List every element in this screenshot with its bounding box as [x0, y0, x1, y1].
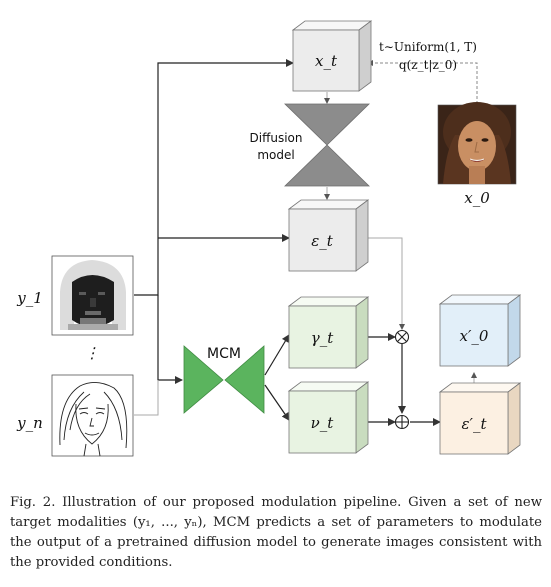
- x0-face-image: [437, 102, 517, 185]
- line-mcm-to-gamma: [264, 334, 290, 376]
- vdots: ⋮: [85, 344, 100, 362]
- line-y1-to-mcm: [157, 295, 183, 384]
- multiply-operator: [394, 329, 410, 345]
- eps-t-label: ε_t: [311, 232, 334, 250]
- dashed-connections: [367, 60, 478, 104]
- add-operator: [394, 414, 410, 430]
- x0-label: x_0: [464, 189, 490, 207]
- x0-prime-label: x′_0: [460, 327, 489, 345]
- eps-prime-label: ε′_t: [462, 415, 488, 433]
- y1-segmentation-image: [51, 255, 134, 336]
- line-eps-to-multiply: [357, 237, 405, 330]
- yn-sketch-image: [51, 374, 134, 457]
- mcm-label: MCM: [207, 346, 241, 362]
- box-nu-t: ν_t: [287, 381, 370, 454]
- sampling-line1: t∼Uniform(1, T): [379, 40, 477, 54]
- box-eps-prime: ε′_t: [438, 382, 522, 455]
- connections: [134, 59, 441, 426]
- box-gamma-t: γ_t: [287, 296, 370, 369]
- box-eps-t: ε_t: [287, 199, 370, 272]
- box-x0-prime: x′_0: [438, 294, 522, 367]
- line-x0-to-xt: [367, 60, 478, 104]
- y1-label: y_1: [16, 289, 43, 307]
- diffusion-label-line1: Diffusion: [250, 131, 303, 145]
- box-xt: x_t: [291, 20, 373, 92]
- mcm-shape: [183, 345, 265, 414]
- gamma-t-label: γ_t: [311, 329, 334, 347]
- diffusion-label-line2: model: [257, 148, 294, 162]
- sampling-line2: q(z_t|z_0): [399, 58, 457, 72]
- figure-caption: Fig. 2. Illustration of our proposed mod…: [10, 495, 542, 570]
- diffusion-model-shape: [284, 103, 370, 187]
- line-mcm-to-nu: [264, 384, 290, 421]
- yn-label: y_n: [16, 414, 43, 432]
- line-yn-to-mcm: [134, 380, 159, 416]
- gray-connections: [134, 92, 477, 416]
- line-y1-to-xt: [134, 59, 294, 296]
- xt-label: x_t: [315, 52, 338, 70]
- nu-t-label: ν_t: [311, 414, 335, 432]
